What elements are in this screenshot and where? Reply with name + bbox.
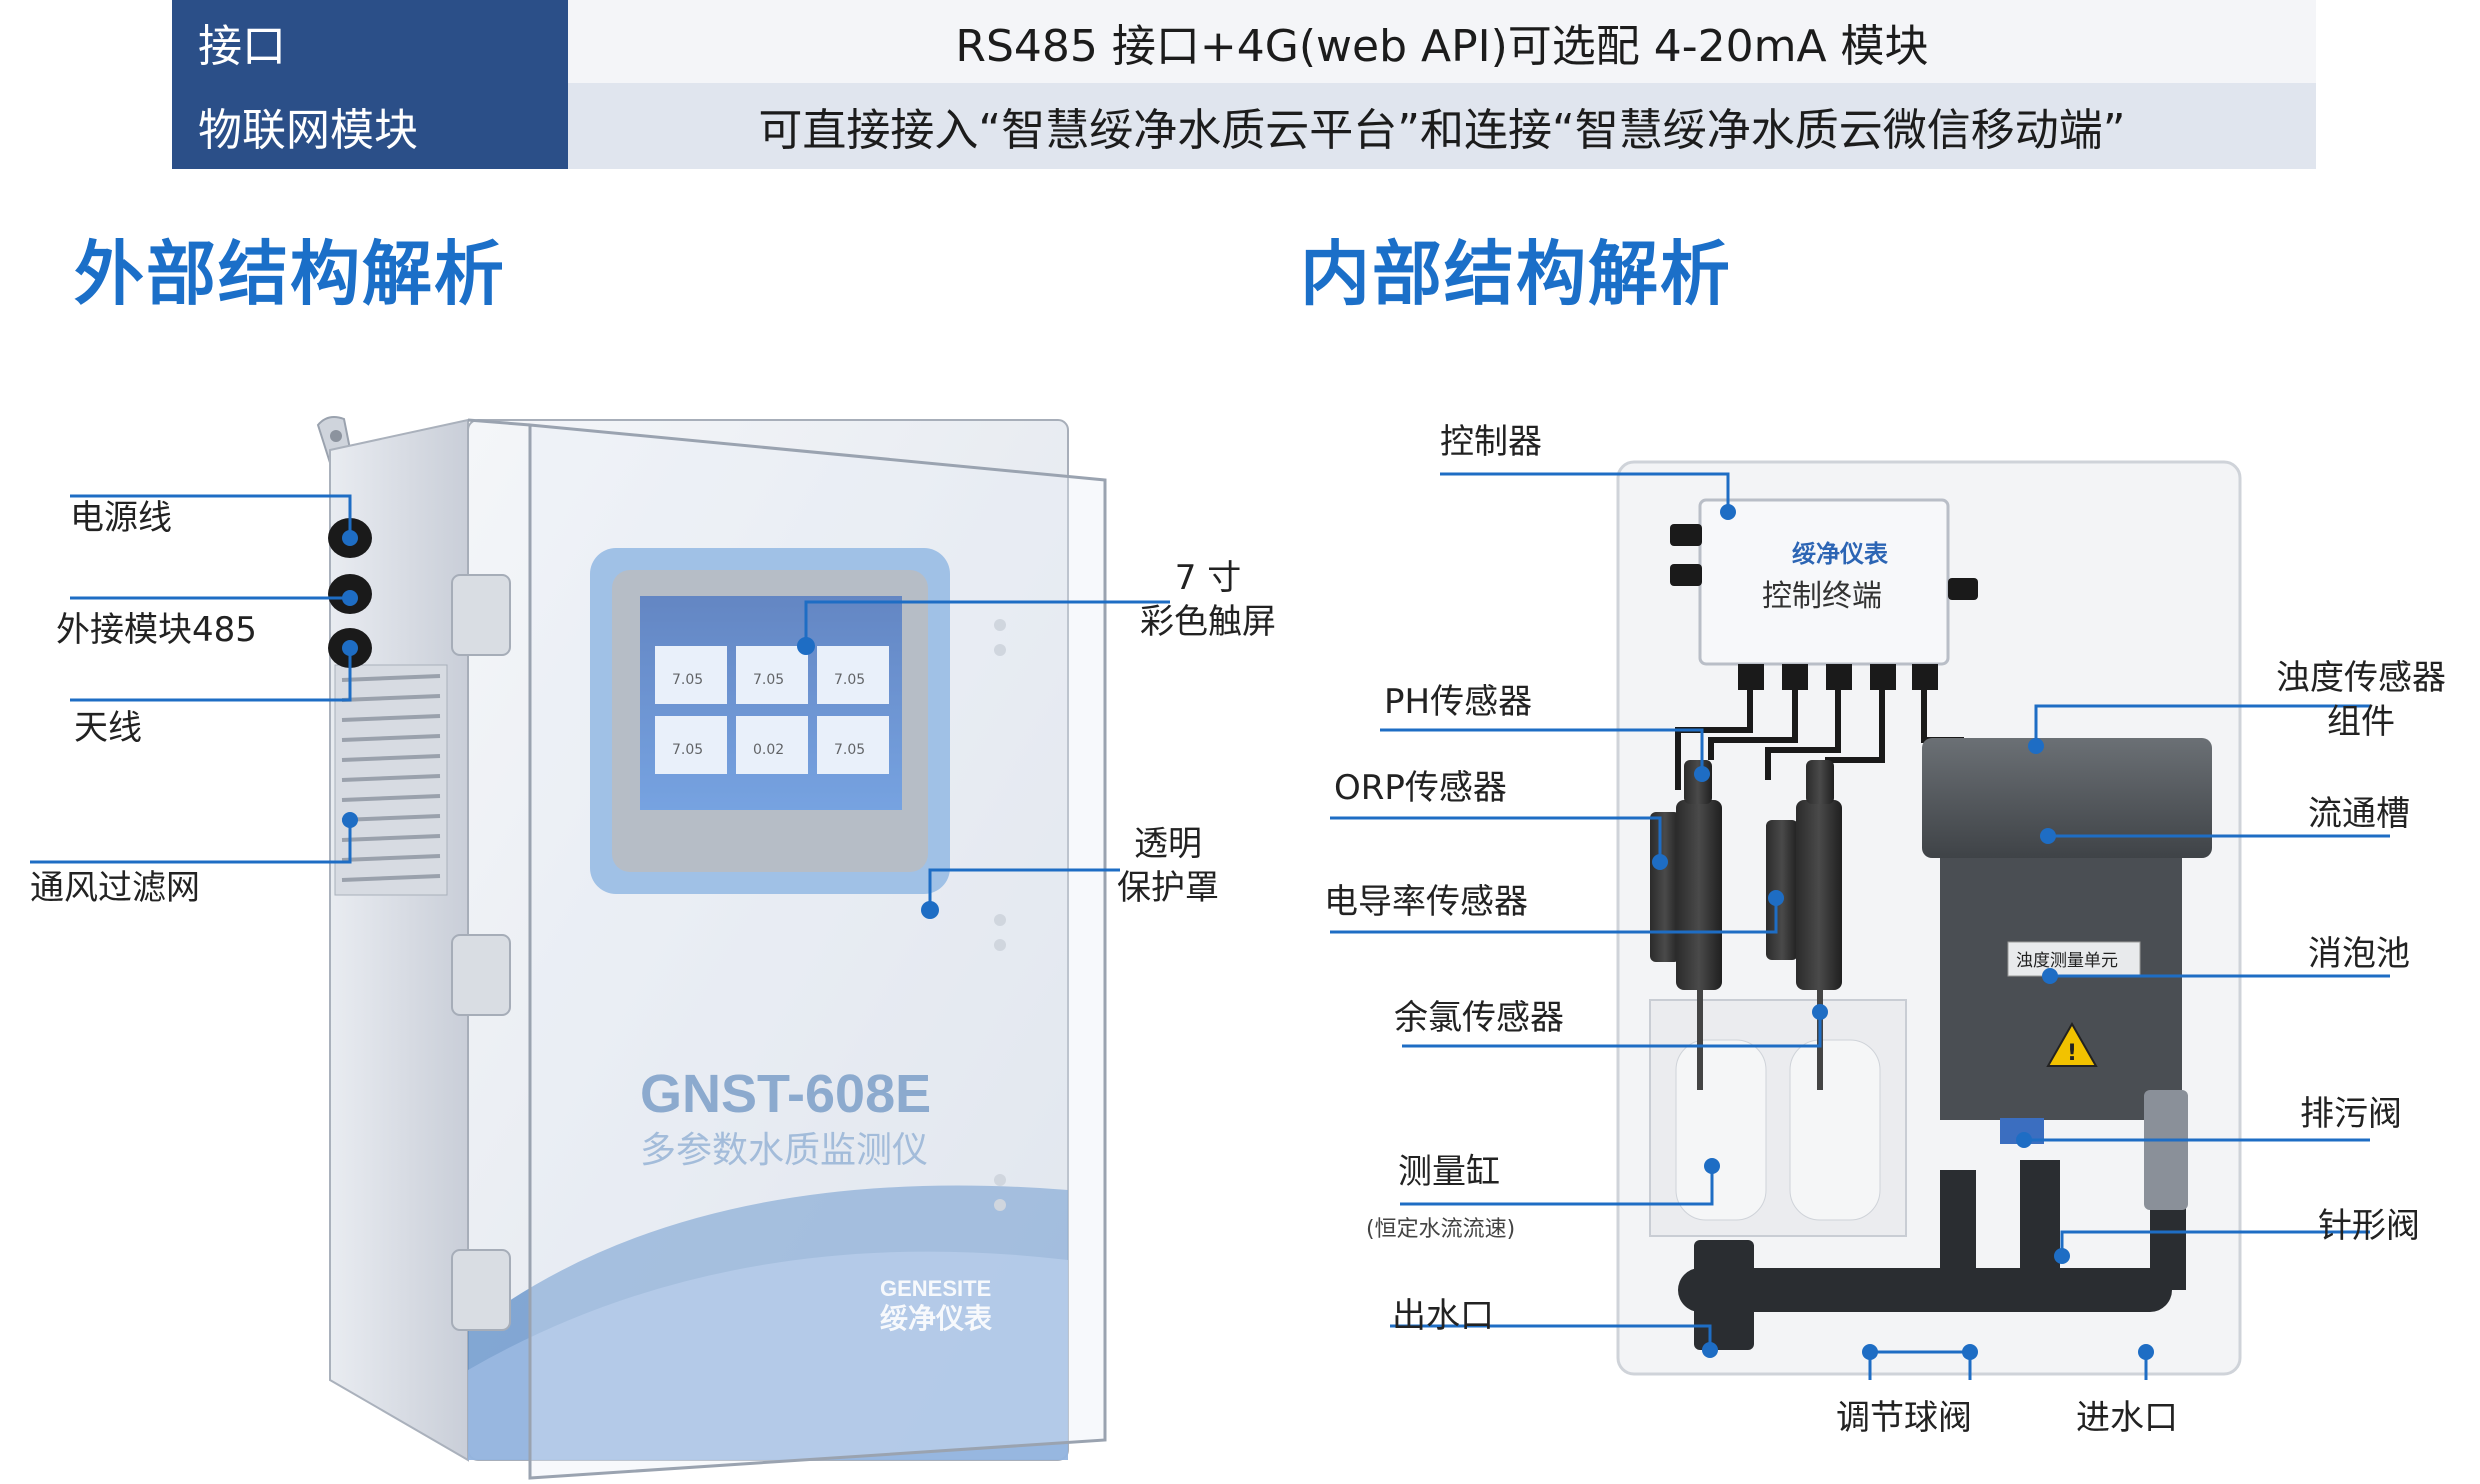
- hinges: [451, 574, 511, 1331]
- label-conductivity-sensor: 电导率传感器: [1324, 882, 1528, 922]
- screen-value: 0.02: [753, 742, 784, 758]
- label-touchscreen: 7 寸 彩色触屏: [1128, 556, 1288, 644]
- label-defoam-tank: 消泡池: [2308, 934, 2410, 974]
- controller-box-label: 控制终端: [1762, 579, 1882, 614]
- internal-leader-lines: [1330, 472, 2390, 1380]
- label-inlet: 进水口: [2076, 1398, 2178, 1438]
- label-turbidity-line2: 组件: [2327, 702, 2395, 742]
- screen-value: 7.05: [672, 672, 703, 688]
- external-leader-dots: [342, 530, 939, 919]
- label-measuring-tank: 测量缸: [1398, 1152, 1500, 1192]
- label-vent-filter: 通风过滤网: [30, 868, 200, 908]
- spec-key: 接口: [172, 0, 568, 83]
- brand-en: GENESITE: [880, 1276, 991, 1301]
- label-touchscreen-line1: 7 寸: [1174, 558, 1242, 598]
- label-needle-valve: 针形阀: [2318, 1206, 2420, 1246]
- label-cover-line2: 保护罩: [1117, 868, 1219, 908]
- external-device: 7.05 7.05 7.05 7.05 0.02 7.05 GNST-608E …: [316, 416, 1107, 1480]
- screen-value: 7.05: [834, 672, 865, 688]
- controller-brand: 绥净仪表: [1792, 540, 1889, 568]
- label-outlet: 出水口: [1392, 1296, 1494, 1336]
- needle-valve-body: [2144, 1090, 2188, 1210]
- external-structure-title: 外部结构解析: [74, 233, 506, 315]
- turbidity-unit-tag: 浊度测量单元: [2016, 951, 2118, 971]
- label-external-module-485: 外接模块485: [56, 610, 257, 650]
- label-chlorine-sensor: 余氯传感器: [1394, 998, 1564, 1038]
- label-turbidity-line1: 浊度传感器: [2276, 658, 2446, 698]
- label-orp-sensor: ORP传感器: [1334, 768, 1507, 808]
- sensors: [1650, 760, 1842, 990]
- brand-cn: 绥净仪表: [880, 1302, 992, 1335]
- label-antenna: 天线: [74, 708, 142, 748]
- label-touchscreen-line2: 彩色触屏: [1140, 602, 1276, 642]
- svg-text:!: !: [2067, 1041, 2077, 1066]
- spec-value: 可直接接入“智慧绥净水质云平台”和连接“智慧绥净水质云微信移动端”: [568, 83, 2316, 169]
- label-drain-valve: 排污阀: [2300, 1094, 2402, 1134]
- label-measuring-tank-note: (恒定水流流速): [1366, 1217, 1516, 1242]
- internal-structure-title: 内部结构解析: [1300, 233, 1732, 315]
- screen-tiles: 7.05 7.05 7.05 7.05 0.02 7.05: [655, 646, 889, 774]
- warning-icon: [2046, 1021, 2098, 1067]
- model-number: GNST-608E: [640, 1064, 931, 1124]
- internal-panel: 绥净仪表 控制终端: [1616, 460, 2242, 1376]
- label-ph-sensor: PH传感器: [1384, 682, 1533, 722]
- internal-leader-dots: [1652, 504, 2154, 1360]
- spec-table: 接口 RS485 接口+4G(web API)可选配 4-20mA 模块 物联网…: [172, 0, 2316, 169]
- device-name: 多参数水质监测仪: [640, 1130, 928, 1171]
- label-ball-valve: 调节球阀: [1836, 1398, 1972, 1438]
- screen-value: 7.05: [672, 742, 703, 758]
- spec-value: RS485 接口+4G(web API)可选配 4-20mA 模块: [568, 0, 2316, 83]
- latches: [994, 619, 1006, 1211]
- label-controller: 控制器: [1440, 422, 1542, 462]
- label-turbidity-sensor: 浊度传感器 组件: [2256, 656, 2466, 744]
- spec-row-iot: 物联网模块 可直接接入“智慧绥净水质云平台”和连接“智慧绥净水质云微信移动端”: [172, 83, 2316, 169]
- transparent-cover: [528, 423, 1107, 1480]
- screen-value: 7.05: [834, 742, 865, 758]
- spec-row-interface: 接口 RS485 接口+4G(web API)可选配 4-20mA 模块: [172, 0, 2316, 83]
- label-power-cable: 电源线: [70, 498, 172, 538]
- turbidity-sensor-assembly: [1922, 738, 2212, 858]
- label-transparent-cover: 透明 保护罩: [1098, 822, 1238, 910]
- external-leader-lines: [30, 494, 1170, 910]
- label-flow-tank: 流通槽: [2308, 794, 2410, 834]
- vent-grille: [334, 664, 448, 896]
- label-cover-line1: 透明: [1134, 824, 1202, 864]
- spec-key: 物联网模块: [172, 83, 568, 169]
- screen-value: 7.05: [753, 672, 784, 688]
